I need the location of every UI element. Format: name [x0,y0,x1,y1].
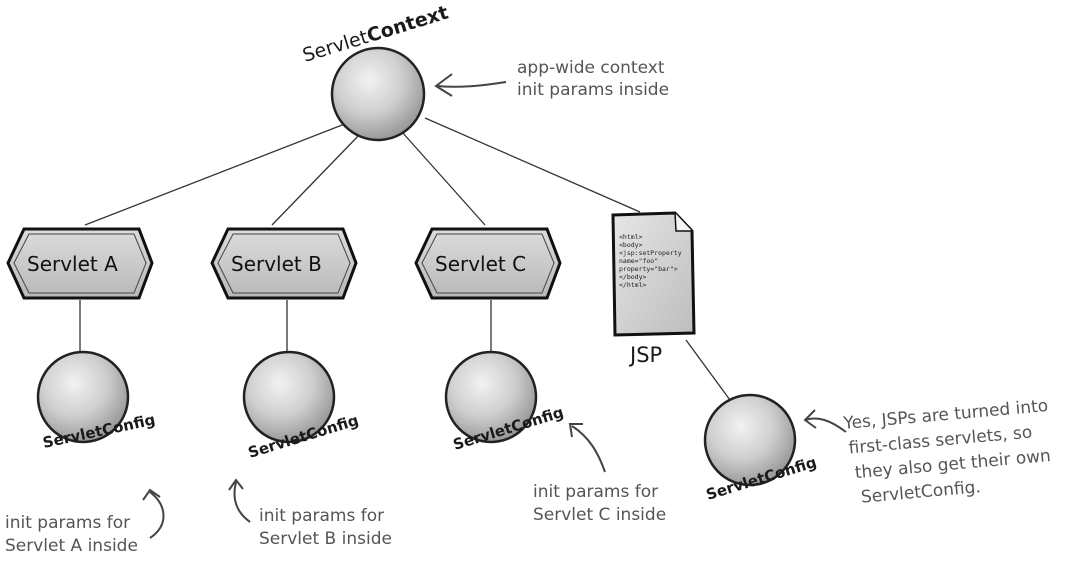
jsp-code-line: <html> [619,233,643,241]
servlet-b-config-ball [242,350,336,444]
jsp-document-icon [611,211,696,337]
servlet-c-box [414,227,562,300]
jsp-code-line: name="foo" [619,257,658,265]
servlet-a-node: Servlet A [6,227,154,300]
servlet-b-label: Servlet B [231,252,322,276]
servlet-a-config-ball [36,350,130,444]
servlet-b-config-node: ServletConfig [242,350,361,462]
jsp-code-line: </body> [619,273,646,281]
line-jsp-to-config [685,339,731,401]
jsp-code-line: <body> [619,241,643,249]
servlet-a-label: Servlet A [27,252,118,276]
line-context-to-servlet-c [401,131,486,226]
servlet-b-note: init params for Servlet B inside [228,478,392,549]
servlet-b-note-line1: init params for [259,506,384,526]
context-note-line1: app-wide context [517,58,665,78]
servlet-c-note-line2: Servlet C inside [533,505,666,525]
servlet-a-config-node: ServletConfig [36,350,157,452]
jsp-note-line4: ServletConfig. [860,477,981,507]
servlet-b-note-arrow [228,478,251,523]
servlet-c-note-line1: init params for [533,482,658,502]
line-context-to-servlet-b [271,131,363,226]
jsp-config-node: ServletConfig [703,393,819,504]
servlet-b-node: Servlet B [210,227,358,300]
line-context-to-servlet-a [84,119,356,226]
jsp-note-arrow [803,409,847,433]
servlet-b-box [210,227,358,300]
servlet-c-note: init params for Servlet C inside [533,423,666,525]
servlet-a-box [6,227,154,300]
servlet-c-config-node: ServletConfig [444,350,566,454]
jsp-code-line: <jsp:setProperty [619,249,682,257]
servlet-c-config-ball [444,350,538,444]
servlet-c-label: Servlet C [435,252,526,276]
servlet-c-node: Servlet C [414,227,562,300]
context-note-arrow [434,73,507,97]
jsp-label: JSP [628,343,662,367]
servlet-c-note-arrow [568,423,606,473]
servlet-a-note: init params for Servlet A inside [5,488,165,556]
jsp-code-line: </html> [619,281,646,289]
line-context-to-jsp [424,117,641,213]
servlet-b-note-line2: Servlet B inside [259,529,392,549]
connector-lines [79,117,731,401]
jsp-code-line: property="bar"> [619,265,678,273]
servlet-context-ball [330,46,426,142]
jsp-note: Yes, JSPs are turned into first-class se… [803,396,1052,508]
servlet-a-note-line2: Servlet A inside [5,536,138,556]
jsp-config-ball [703,393,797,487]
jsp-node: <html> <body> <jsp:setProperty name="foo… [611,211,696,367]
servlet-a-note-arrow [142,488,165,539]
context-note-line2: init params inside [517,80,669,100]
servlet-a-note-line1: init params for [5,513,130,533]
context-note: app-wide context init params inside [434,58,669,100]
